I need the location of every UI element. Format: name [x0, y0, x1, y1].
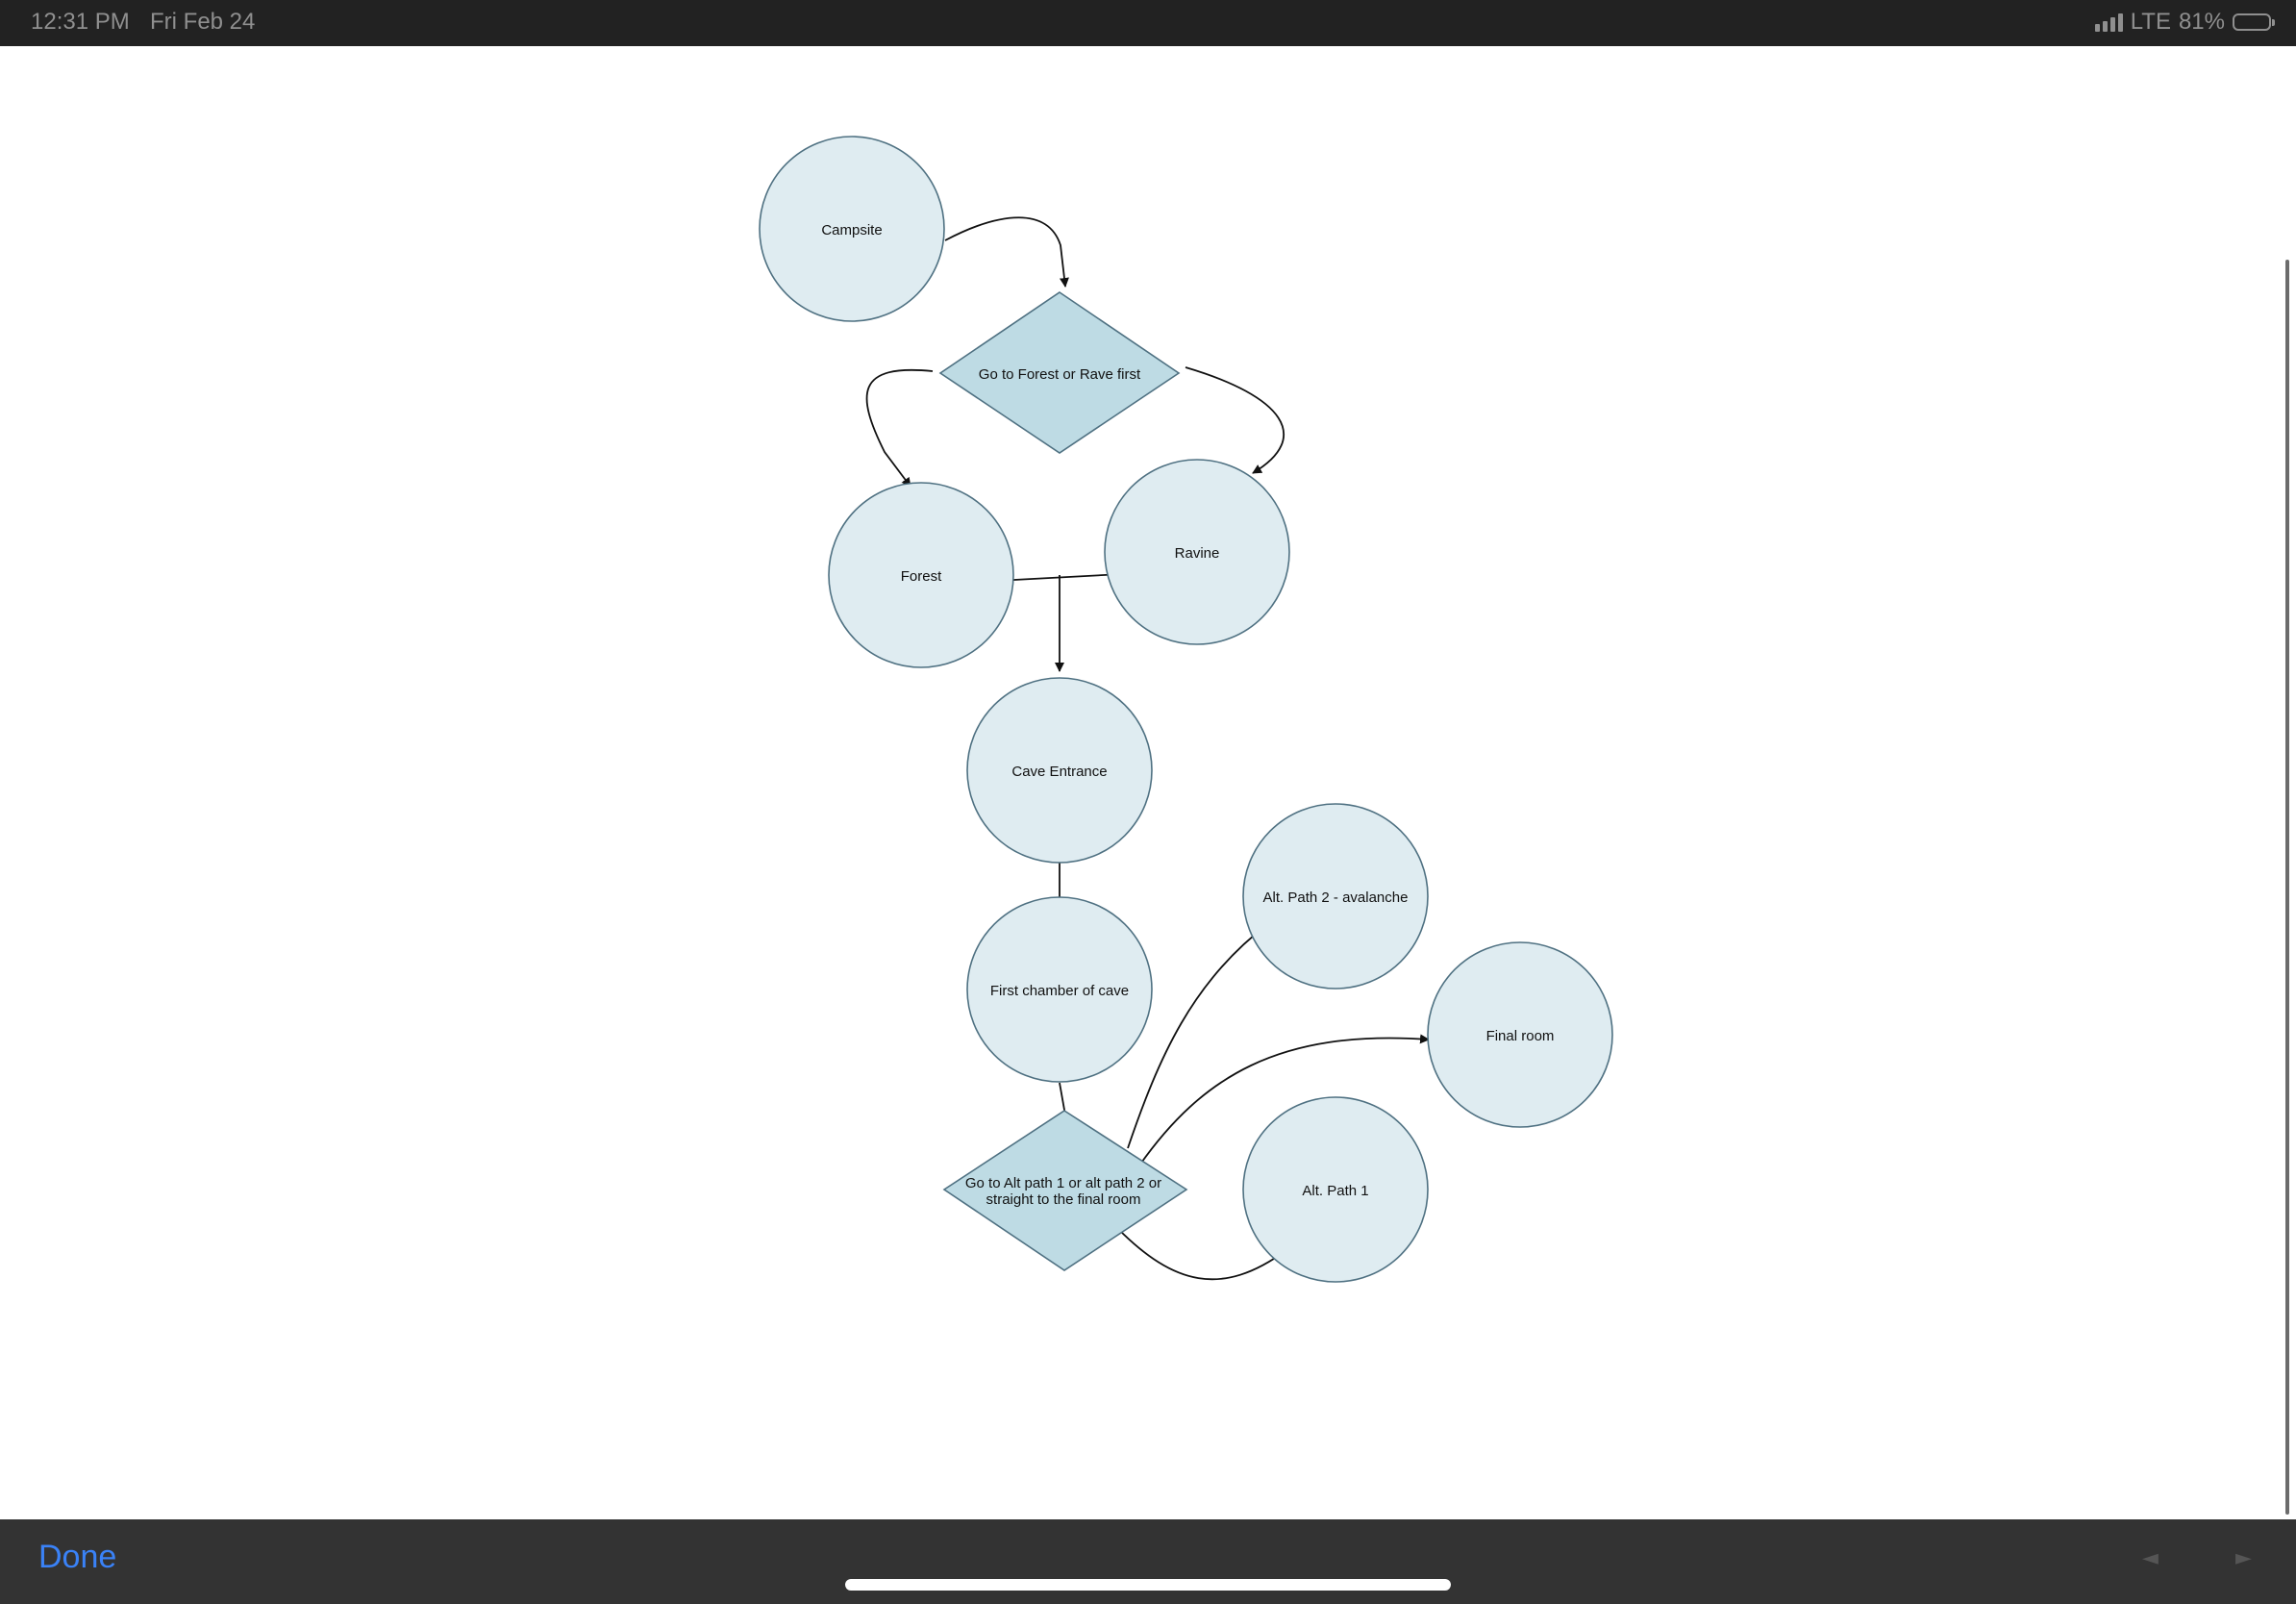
- bottom-toolbar: Done ◄ ►: [0, 1519, 2296, 1604]
- node-campsite-label: Campsite: [821, 222, 882, 238]
- node-decision2-label-line2: straight to the final room: [986, 1191, 1141, 1208]
- status-bar: 12:31 PM Fri Feb 24 LTE 81%: [0, 0, 2296, 46]
- edge-decision1-forest: [865, 368, 934, 488]
- node-forest[interactable]: Forest: [828, 482, 1014, 668]
- next-arrow-icon[interactable]: ►: [2235, 1546, 2252, 1570]
- node-campsite[interactable]: Campsite: [759, 136, 945, 322]
- node-ravine-label: Ravine: [1175, 545, 1220, 562]
- status-time: 12:31 PM: [31, 9, 130, 35]
- node-cave-entrance[interactable]: Cave Entrance: [966, 677, 1153, 864]
- node-alt-path-2[interactable]: Alt. Path 2 - avalanche: [1242, 803, 1429, 990]
- node-alt-path-1-label: Alt. Path 1: [1302, 1183, 1368, 1199]
- status-date: Fri Feb 24: [150, 9, 256, 35]
- node-alt-path-1[interactable]: Alt. Path 1: [1242, 1096, 1429, 1283]
- battery-icon: [2233, 13, 2275, 31]
- network-label: LTE: [2130, 9, 2171, 35]
- home-indicator[interactable]: [845, 1579, 1451, 1591]
- node-cave-entrance-label: Cave Entrance: [1011, 764, 1107, 780]
- node-decision1[interactable]: Go to Forest or Rave first: [938, 291, 1181, 454]
- node-alt-path-2-label: Alt. Path 2 - avalanche: [1263, 890, 1409, 906]
- node-final-room-label: Final room: [1486, 1028, 1555, 1044]
- node-forest-label: Forest: [901, 568, 942, 585]
- node-final-room[interactable]: Final room: [1427, 941, 1613, 1128]
- node-ravine[interactable]: Ravine: [1104, 459, 1290, 645]
- edge-campsite-decision1: [944, 216, 1069, 288]
- node-decision2[interactable]: Go to Alt path 1 or alt path 2 or straig…: [942, 1110, 1188, 1271]
- done-button[interactable]: Done: [38, 1539, 117, 1575]
- prev-arrow-icon[interactable]: ◄: [2142, 1546, 2159, 1570]
- edge-decision2-final-room: [1138, 1034, 1430, 1166]
- signal-bars-icon: [2094, 13, 2123, 32]
- flowchart: Campsite Go to Forest or Rave first Fore…: [759, 136, 1613, 1283]
- edge-decision2-alt-path-1: [1117, 1228, 1287, 1281]
- vertical-scrollbar[interactable]: [2285, 260, 2289, 1515]
- edge-decision2-alt-path-2: [1127, 922, 1270, 1149]
- edge-decision1-ravine: [1185, 366, 1285, 474]
- node-first-chamber[interactable]: First chamber of cave: [966, 896, 1153, 1083]
- node-decision2-label-line1: Go to Alt path 1 or alt path 2 or: [965, 1175, 1161, 1191]
- node-first-chamber-label: First chamber of cave: [990, 983, 1129, 999]
- node-decision1-label: Go to Forest or Rave first: [979, 366, 1141, 383]
- battery-percent: 81%: [2178, 9, 2225, 35]
- diagram-canvas[interactable]: Campsite Go to Forest or Rave first Fore…: [0, 46, 2296, 1519]
- status-indicators: LTE 81%: [2094, 9, 2275, 36]
